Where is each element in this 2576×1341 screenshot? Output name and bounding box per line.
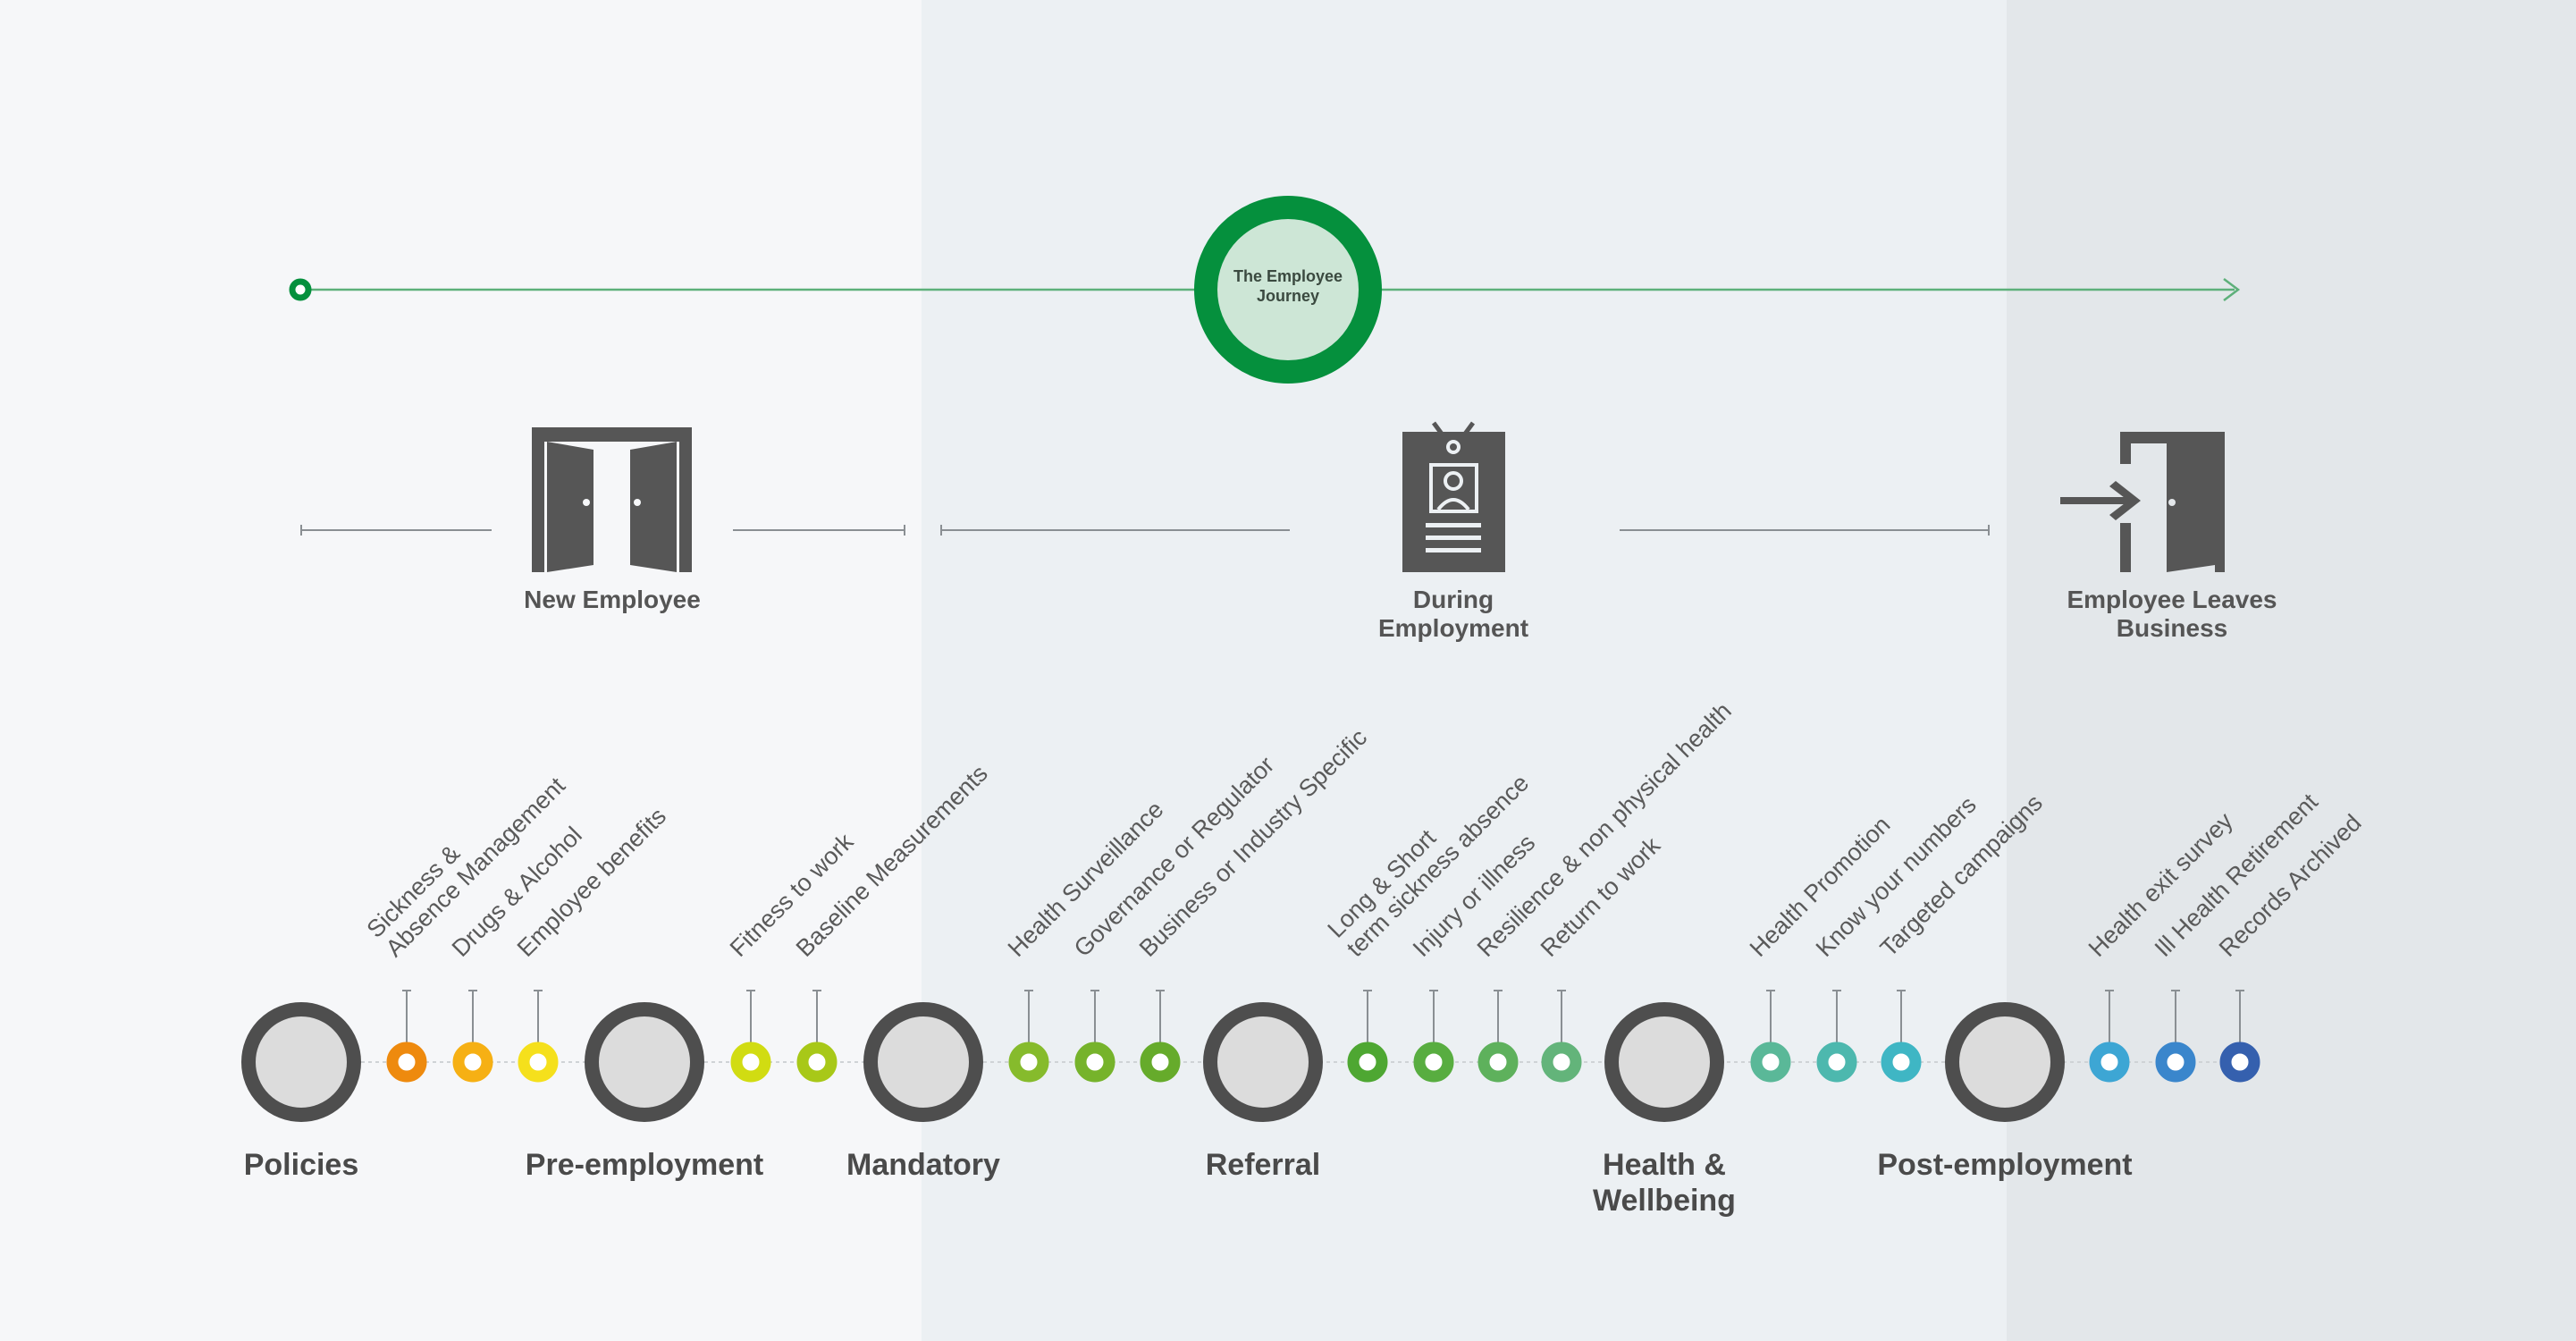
item-dot-baseline-measurements bbox=[796, 1042, 838, 1083]
stage-circle-post-employment bbox=[1945, 1002, 2065, 1122]
stage-label-post-employment: Post-employment bbox=[1877, 1148, 2133, 1182]
phase-divider-lines bbox=[300, 525, 1990, 536]
stage-label-pre-employment: Pre-employment bbox=[525, 1148, 764, 1182]
item-dot-records-archived bbox=[2219, 1042, 2260, 1083]
id-badge-icon bbox=[1402, 421, 1505, 572]
stage-circle-health-wellbeing bbox=[1604, 1002, 1724, 1122]
double-door-icon bbox=[532, 427, 692, 572]
journey-title: The Employee Journey bbox=[1233, 267, 1343, 305]
journey-hub bbox=[1194, 196, 1382, 384]
item-dot-fitness-to-work bbox=[730, 1042, 771, 1083]
timeline-connectors bbox=[402, 990, 2244, 1042]
item-dot-governance-or-regulator bbox=[1074, 1042, 1115, 1083]
item-dot-employee-benefits bbox=[518, 1042, 559, 1083]
item-dot-ill-health-retirement bbox=[2155, 1042, 2196, 1083]
exit-door-icon bbox=[2060, 432, 2225, 572]
background-band-leaving bbox=[2007, 0, 2576, 1341]
journey-start-dot bbox=[289, 278, 312, 301]
stage-label-referral: Referral bbox=[1205, 1148, 1321, 1182]
timeline-item-dots bbox=[386, 1042, 2260, 1083]
item-dot-drugs-alcohol bbox=[452, 1042, 493, 1083]
item-dot-sickness-absence-management bbox=[386, 1042, 427, 1083]
stage-label-policies: Policies bbox=[243, 1148, 359, 1182]
stage-circle-policies bbox=[241, 1002, 361, 1122]
item-dot-know-your-numbers bbox=[1816, 1042, 1857, 1083]
phase-label-new-employee: New Employee bbox=[524, 586, 701, 613]
stage-label-mandatory: Mandatory bbox=[846, 1148, 1000, 1182]
phase-label-during-employment: During Employment bbox=[1377, 586, 1529, 642]
item-dot-business-or-industry-specific bbox=[1140, 1042, 1181, 1083]
timeline-stages bbox=[241, 1002, 2065, 1122]
stage-circle-pre-employment bbox=[585, 1002, 704, 1122]
stage-label-health-wellbeing: Health & Wellbeing bbox=[1593, 1148, 1736, 1218]
item-dot-return-to-work bbox=[1541, 1042, 1582, 1083]
item-dot-resilience-non-physical-health bbox=[1477, 1042, 1519, 1083]
background-band-joining bbox=[0, 0, 922, 1341]
item-dot-long-short-term-sickness-absence bbox=[1347, 1042, 1388, 1083]
phase-label-employee-leaves: Employee Leaves Business bbox=[2067, 586, 2277, 642]
item-dot-health-exit-survey bbox=[2089, 1042, 2130, 1083]
item-dot-health-surveillance bbox=[1008, 1042, 1049, 1083]
stage-circle-mandatory bbox=[863, 1002, 983, 1122]
item-dot-injury-or-illness bbox=[1413, 1042, 1454, 1083]
background-band-employment bbox=[922, 0, 2007, 1341]
stage-circle-referral bbox=[1203, 1002, 1323, 1122]
item-dot-targeted-campaigns bbox=[1881, 1042, 1922, 1083]
item-dot-health-promotion bbox=[1750, 1042, 1791, 1083]
